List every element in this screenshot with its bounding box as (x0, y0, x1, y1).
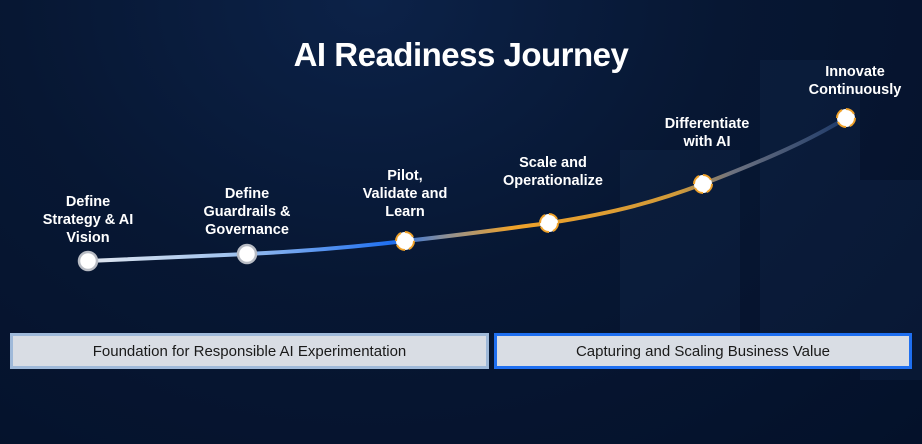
stage-label-line: Governance (205, 222, 289, 238)
stage-label-line: with AI (683, 134, 731, 150)
stage-label-line: Define (224, 186, 270, 202)
page-title: AI Readiness Journey (293, 36, 629, 73)
stage-label-line: Innovate (825, 64, 885, 80)
phase-foundation: Foundation for Responsible AI Experiment… (10, 333, 489, 369)
stage-label-line: Strategy & AI (42, 212, 134, 228)
stage-label-line: Continuously (808, 82, 902, 98)
stage-label-line: Operationalize (503, 173, 603, 189)
stage-label-line: Pilot, (387, 168, 423, 184)
stage-label-line: Differentiate (664, 116, 750, 132)
cycle-arrows-icon (693, 174, 713, 194)
cycle-arrows-icon (395, 231, 415, 251)
cycle-arrows-icon (539, 213, 559, 233)
circle-node-icon (77, 250, 99, 272)
stage-label-line: Scale and (519, 155, 587, 171)
stage-label-line: Validate and (362, 186, 448, 202)
stage-label: Differentiate with AI (627, 115, 787, 151)
cycle-arrows-icon (836, 108, 856, 128)
stage-label-line: Vision (66, 230, 110, 246)
stage-label-line: Guardrails & (203, 204, 291, 220)
stage-label-line: Learn (385, 204, 425, 220)
stage-label-line: Define (65, 194, 111, 210)
phase-scaling-value: Capturing and Scaling Business Value (494, 333, 912, 369)
circle-node-icon (236, 243, 258, 265)
